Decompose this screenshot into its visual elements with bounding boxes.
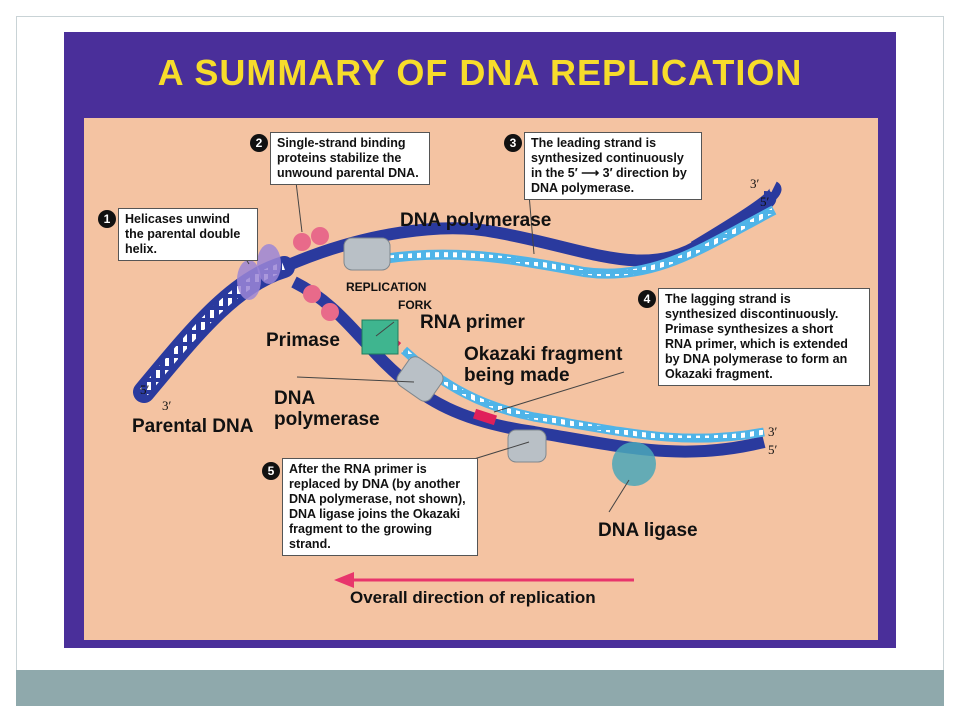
helicase-protein [237,260,261,300]
ssb-protein [311,227,329,245]
strand-end-bottom-3: 3′ [768,424,778,439]
leading-strand-rungs [363,207,776,277]
helicase-protein [257,244,281,284]
ssb-protein [293,233,311,251]
step-number-5: 5 [262,462,280,480]
dna-ligase-protein [612,442,656,486]
dna-replication-figure: A SUMMARY OF DNA REPLICATION [64,32,896,648]
overall-direction-arrowhead [334,572,354,588]
label-overall-direction: Overall direction of replication [350,588,596,607]
strand-end-bottom-5: 5′ [768,442,778,457]
primase-protein [361,319,399,355]
ssb-protein [303,285,321,303]
ssb-protein [321,303,339,321]
label-rna-primer: RNA primer [420,312,525,333]
label-parental-dna: Parental DNA [132,416,254,437]
step-callout-3: The leading strand is synthesized contin… [524,132,702,200]
label-dna-polymerase-bottom: DNA polymerase [274,388,380,430]
step-number-4: 4 [638,290,656,308]
step-callout-5: After the RNA primer is replaced by DNA … [282,458,478,556]
parental-strand-top-tail [690,181,782,253]
step-callout-1: Helicases unwind the parental double hel… [118,208,258,261]
label-fork: FORK [398,298,432,312]
label-dna-polymerase-top: DNA polymerase [400,210,552,231]
step-number-1: 1 [98,210,116,228]
rna-primer-lower [472,408,498,426]
step-number-2: 2 [250,134,268,152]
figure-title: A SUMMARY OF DNA REPLICATION [157,52,803,93]
slide-footer-band [16,670,944,706]
dna-polymerase-leading [343,237,391,271]
step-callout-2: Single-strand binding proteins stabilize… [270,132,430,185]
strand-end-left-3: 3′ [162,398,172,413]
dna-polymerase-okazaki [396,356,444,402]
step-number-3: 3 [504,134,522,152]
replication-diagram [133,181,782,588]
strand-end-left-5: 5′ [140,382,150,397]
strand-end-top-3: 3′ [750,176,760,191]
label-dna-ligase: DNA ligase [598,520,698,541]
parental-strand-bottom [291,276,766,458]
strand-end-top-5: 5′ [760,194,770,209]
lagging-strand-rungs [402,348,765,441]
label-replication: REPLICATION [346,280,427,294]
label-okazaki-fragment: Okazaki fragment being made [464,344,623,386]
dna-polymerase-lagging [507,429,547,463]
step-callout-4: The lagging strand is synthesized discon… [658,288,870,386]
label-primase: Primase [266,330,340,351]
